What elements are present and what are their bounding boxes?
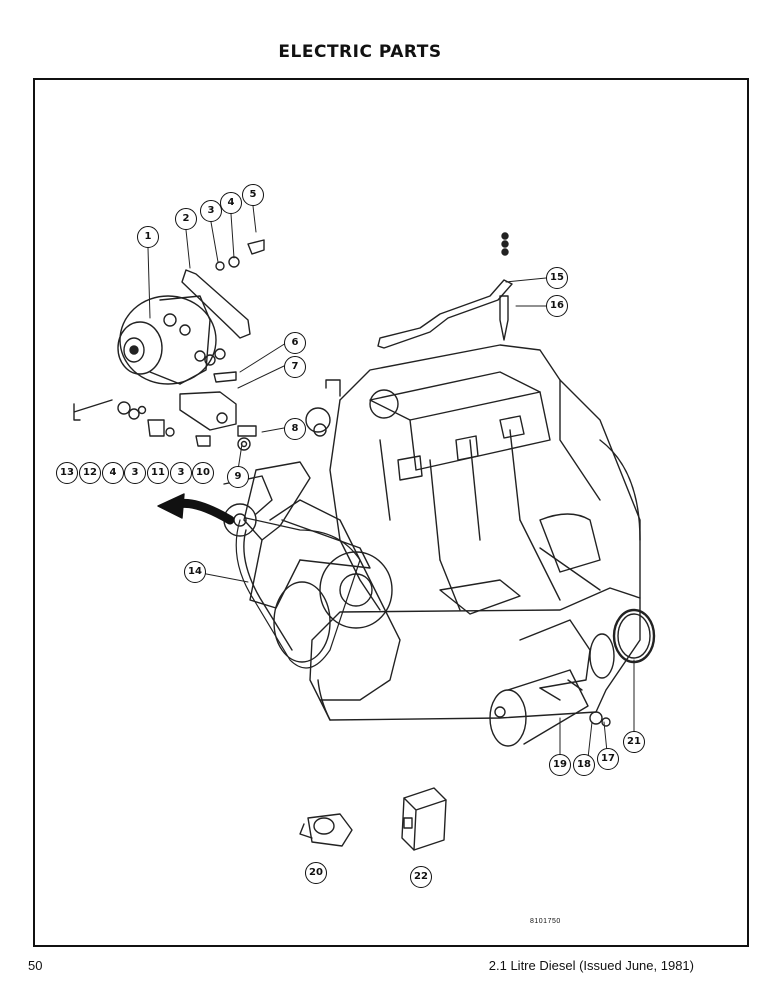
heater-plug-bar — [377, 279, 513, 349]
sender-unit — [299, 813, 353, 847]
footer-text: 2.1 Litre Diesel (Issued June, 1981) — [488, 958, 694, 973]
diagram-frame — [33, 78, 749, 947]
callout-10: 10 — [192, 462, 214, 484]
callout-1: 1 — [137, 226, 159, 248]
callout-5: 5 — [242, 184, 264, 206]
callout-8: 8 — [284, 418, 306, 440]
page-number: 50 — [28, 958, 43, 973]
callout-15: 15 — [546, 267, 568, 289]
relay-unit — [401, 787, 447, 851]
drawing-reference: 8101750 — [530, 918, 561, 925]
callout-9: 9 — [227, 466, 249, 488]
callout-11: 11 — [147, 462, 169, 484]
callout-21: 21 — [623, 731, 645, 753]
callout-16: 16 — [546, 295, 568, 317]
callout-14: 14 — [184, 561, 206, 583]
engine-block — [223, 344, 641, 721]
callout-3: 3 — [200, 200, 222, 222]
callout-19: 19 — [549, 754, 571, 776]
callout-4-b: 4 — [102, 462, 124, 484]
callout-17: 17 — [597, 748, 619, 770]
callout-3-c: 3 — [170, 462, 192, 484]
callout-12: 12 — [79, 462, 101, 484]
starter-motor — [489, 619, 615, 747]
adjusting-link — [181, 269, 251, 339]
mounting-bracket — [179, 391, 237, 431]
leader-lines — [147, 205, 635, 759]
seal-ring — [612, 608, 656, 664]
page-title: ELECTRIC PARTS — [278, 42, 442, 62]
callout-3-b: 3 — [124, 462, 146, 484]
callout-18: 18 — [573, 754, 595, 776]
callout-4: 4 — [220, 192, 242, 214]
callout-6: 6 — [284, 332, 306, 354]
alternator — [117, 295, 217, 385]
heater-plug — [499, 295, 509, 341]
callout-13: 13 — [56, 462, 78, 484]
callout-2: 2 — [175, 208, 197, 230]
callout-20: 20 — [305, 862, 327, 884]
callout-22: 22 — [410, 866, 432, 888]
rotation-arrow — [173, 498, 235, 525]
callout-7: 7 — [284, 356, 306, 378]
